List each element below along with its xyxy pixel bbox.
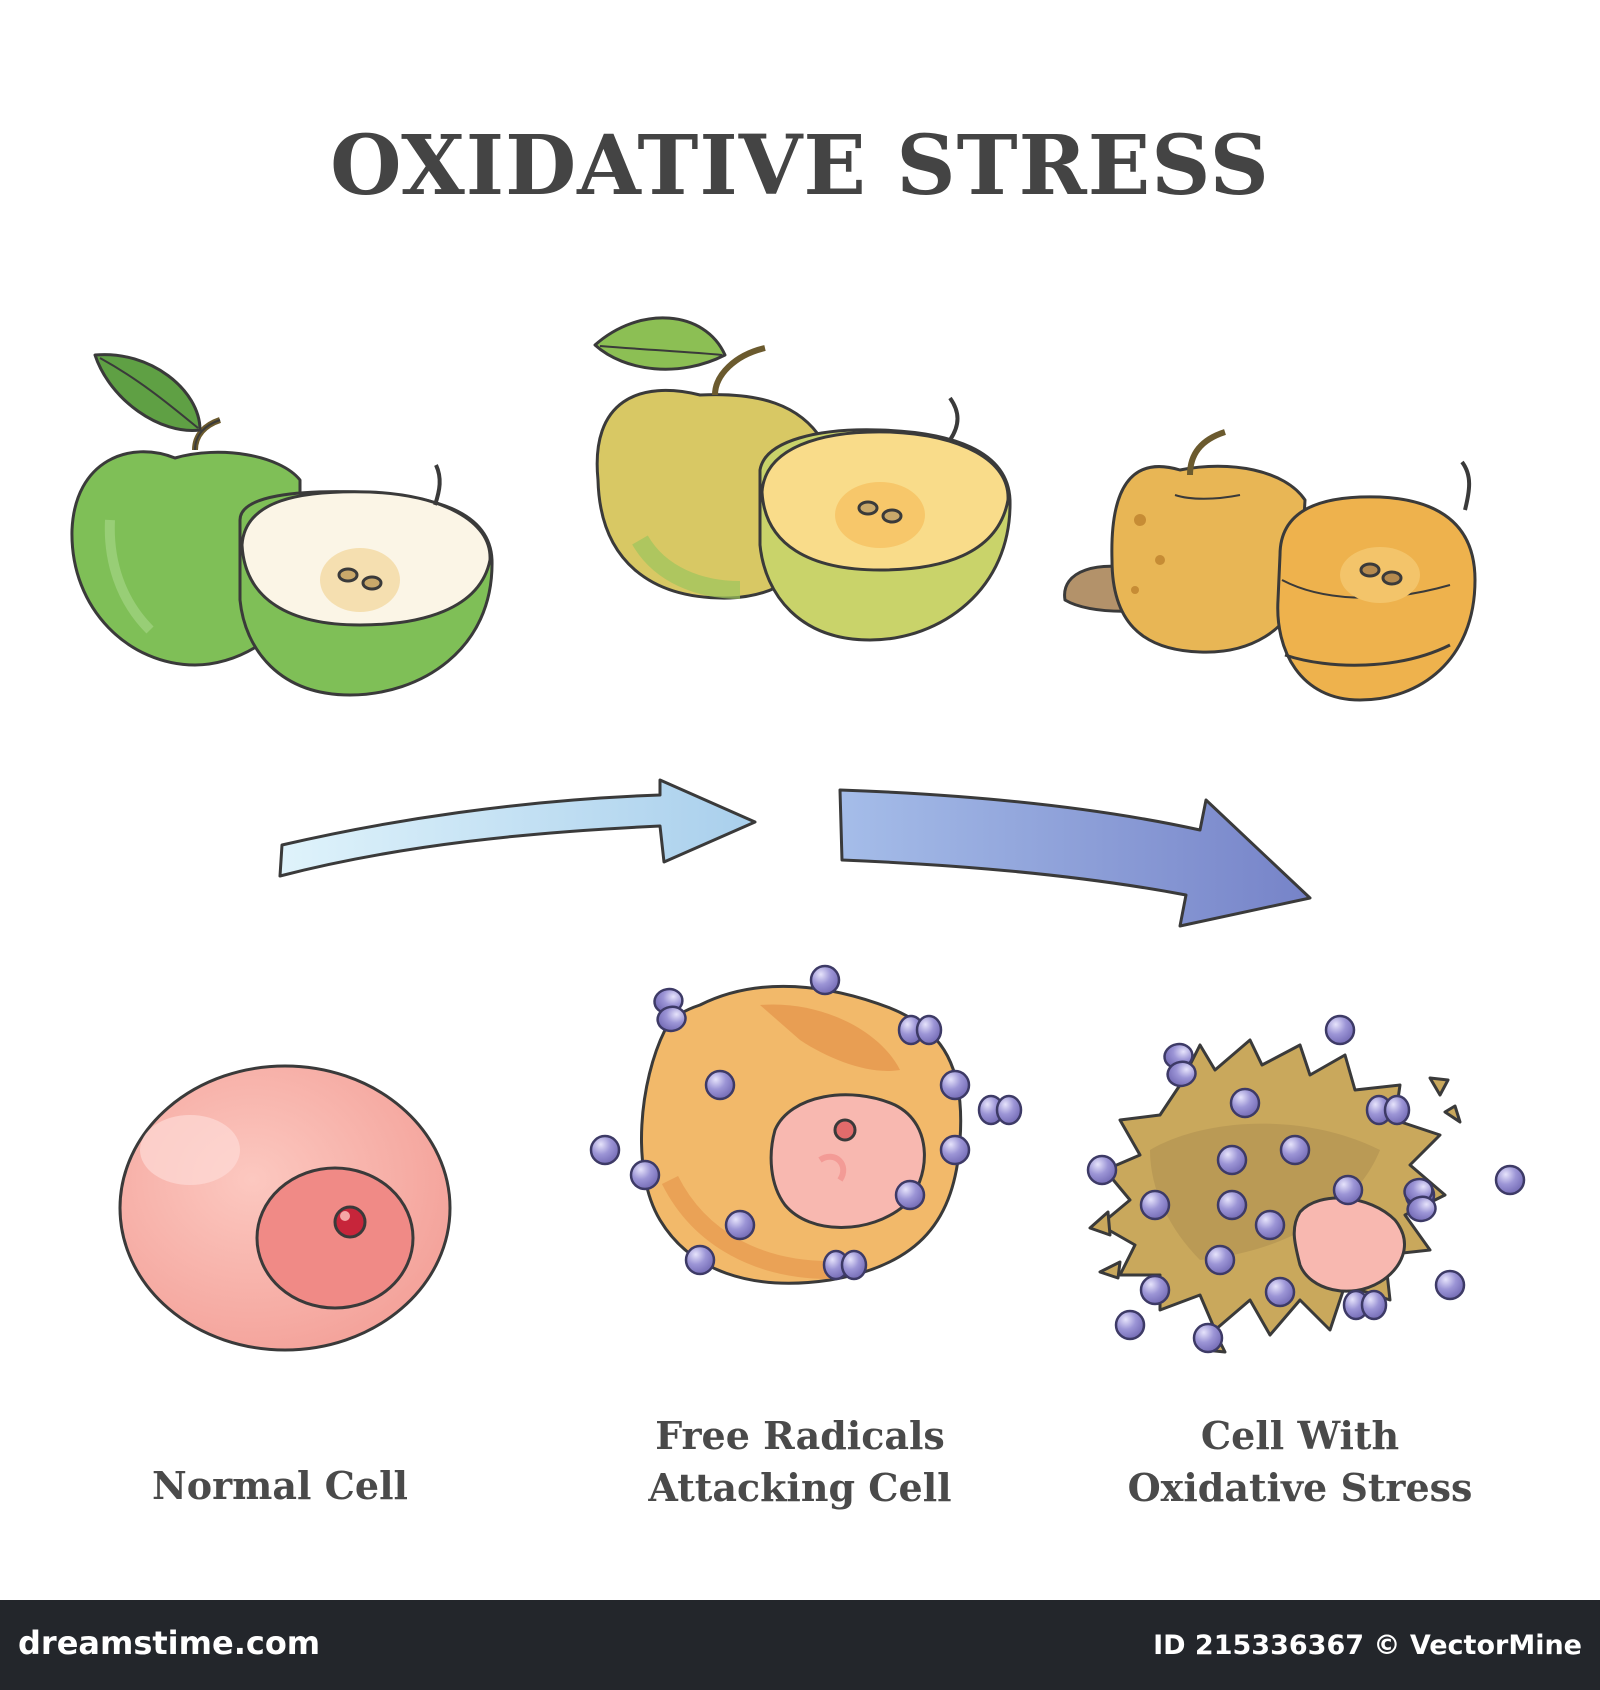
caption-line: Cell With [1200,1413,1400,1458]
arrow-right [838,788,1312,928]
caption-line: Normal Cell [152,1463,408,1508]
fresh-apple [70,353,494,697]
watermark-image-id: ID 215336367 [1153,1630,1365,1661]
page-title: OXIDATIVE STRESS [330,118,1270,214]
watermark-bar: dreamstime.com ID 215336367 © VectorMine [0,1600,1600,1690]
arrow-left [278,778,757,878]
rotten-apple [1063,429,1477,702]
caption-attacking-cell: Free Radicals Attacking Cell [600,1410,1000,1514]
caption-line: Oxidative Stress [1127,1465,1473,1510]
attacked-cell [640,984,963,1285]
watermark-author: © VectorMine [1373,1630,1582,1661]
caption-normal-cell: Normal Cell [100,1460,460,1512]
watermark-site: dreamstime.com [18,1624,321,1662]
caption-line: Attacking Cell [648,1465,952,1510]
caption-line: Free Radicals [655,1413,945,1458]
aging-apple [593,316,1012,642]
normal-cell [118,1064,452,1352]
caption-oxidative-stress-cell: Cell With Oxidative Stress [1090,1410,1510,1514]
illustration [70,316,1526,1354]
watermark-credit: ID 215336367 © VectorMine [1153,1630,1582,1661]
